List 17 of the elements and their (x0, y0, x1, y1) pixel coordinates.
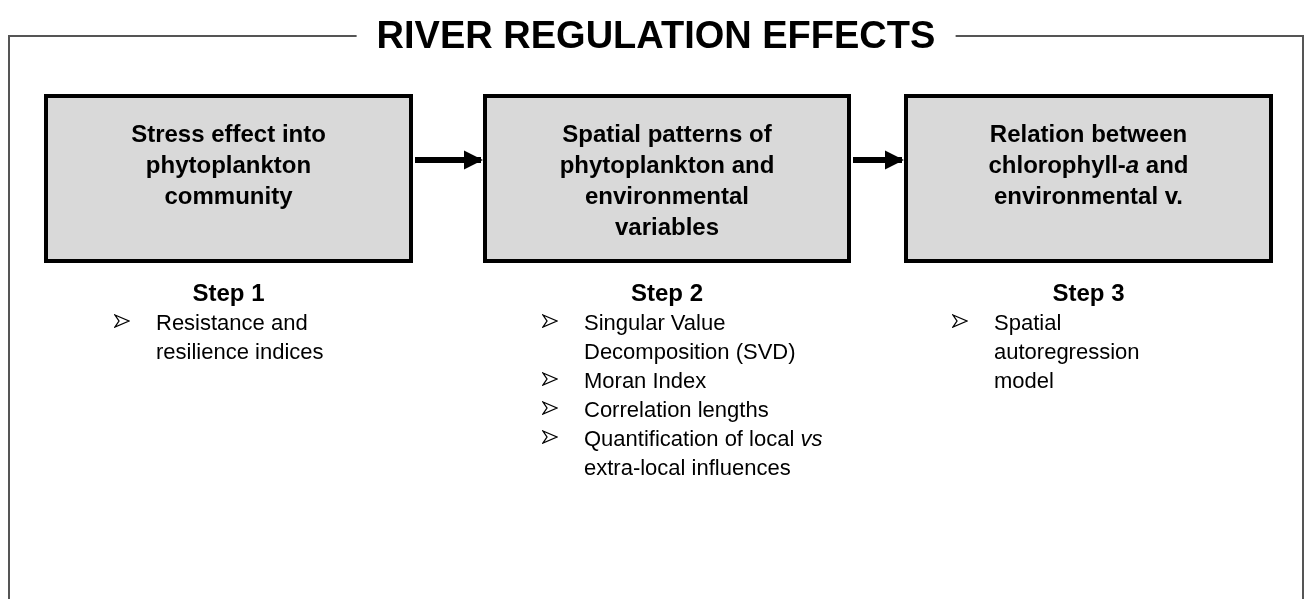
method-text: Resistance and resilience indices (156, 309, 325, 366)
method-text: Singular Value Decomposition (SVD) (584, 309, 797, 366)
box-text: Relation between chlorophyll-a and environmental v. (987, 119, 1190, 211)
process-box (44, 94, 413, 263)
arrow (415, 150, 483, 170)
step-heading: Step 2 (630, 278, 704, 308)
box-text: Stress effect into phytoplankton community (130, 119, 327, 211)
method-text: Correlation lengths (584, 396, 769, 424)
step-heading: Step 3 (1051, 278, 1126, 308)
method-text: Moran Index (584, 367, 707, 395)
method-text: Spatial autoregression model (994, 309, 1141, 395)
process-box (904, 94, 1273, 263)
step-heading: Step 1 (191, 278, 266, 308)
box-text: Spatial patterns of phytoplankton and environmental variables (558, 119, 776, 242)
method-text: Quantification of local vs extra-local influences (584, 425, 824, 482)
arrow (853, 150, 904, 170)
process-box (483, 94, 851, 263)
